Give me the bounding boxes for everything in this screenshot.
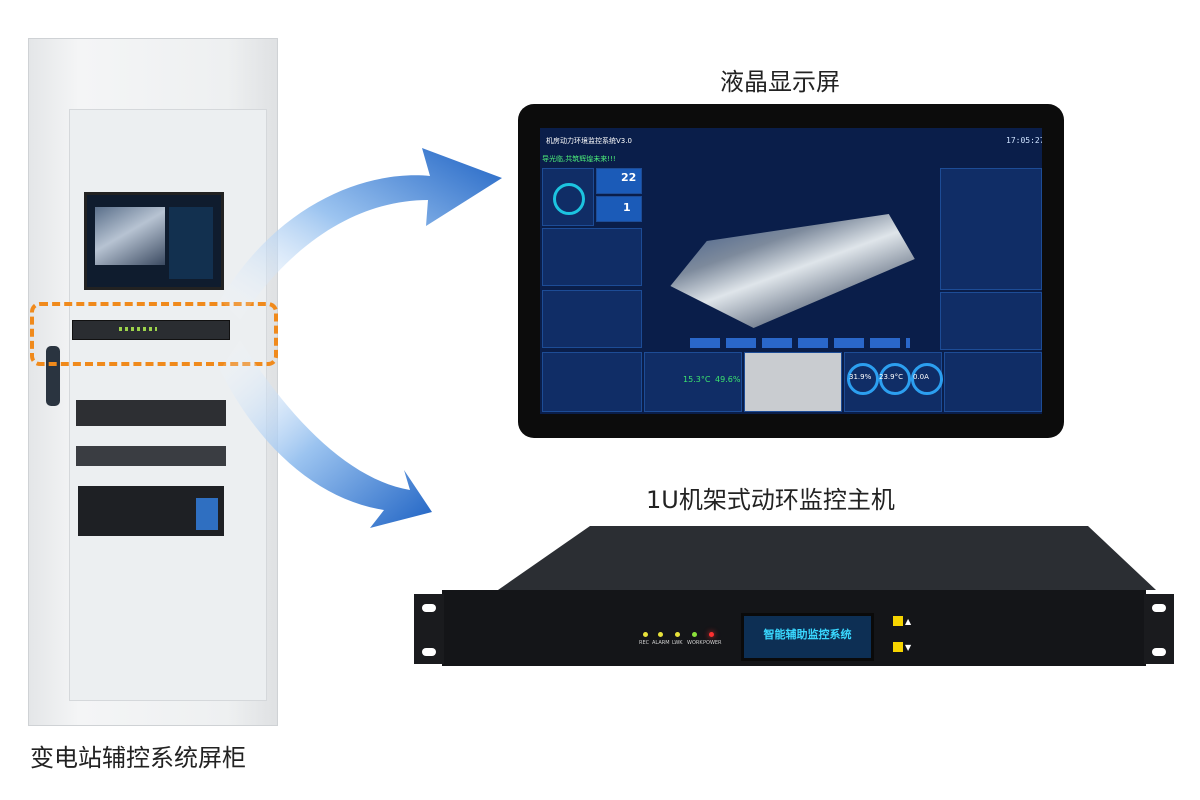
screen-power-table	[542, 228, 642, 286]
host-left-ear-hole-bottom	[422, 648, 436, 656]
host-up-button[interactable]	[893, 616, 903, 626]
screen-app-title: 机房动力环境监控系统V3.0	[546, 137, 632, 145]
host-key-panel: ▲ ▼	[893, 614, 917, 654]
screen-gauge-panel: 31.9% 23.9°C 0.0A	[844, 352, 943, 412]
down-arrow-icon: ▼	[905, 643, 912, 652]
screen-card-2-value: 1	[623, 201, 631, 214]
screen-ac-panel: 15.3°C 49.6%	[644, 352, 742, 412]
screen-gauge-3-value: 0.0A	[913, 373, 929, 381]
led-label-work: WORK	[687, 640, 703, 646]
connector-arrows	[220, 148, 502, 528]
screen-humidity-value: 49.6%	[715, 375, 741, 384]
screen-gauge-3	[911, 363, 943, 395]
cabinet-host-leds	[119, 327, 157, 331]
led-label-rec: REC	[639, 640, 650, 646]
screen-status-ring	[553, 183, 585, 215]
cabinet-handle	[46, 346, 60, 406]
screen-welcome-text: 导光临,共筑辉煌未来!!!	[542, 155, 616, 163]
cabinet-ups-display	[196, 498, 218, 530]
led-label-alarm: ALARM	[652, 640, 670, 646]
screen-alarm-log	[940, 168, 1042, 290]
screen-card-2: 1	[596, 196, 642, 222]
screen-view-tabs	[690, 338, 910, 348]
host-lcd-display: 智能辅助监控系统	[741, 613, 874, 661]
host-lcd-text: 智能辅助监控系统	[763, 628, 852, 641]
host-right-ear-hole-bottom	[1152, 648, 1166, 656]
cabinet-screen	[84, 192, 224, 290]
screen-battery-panel	[542, 290, 642, 348]
cabinet-switch-unit	[76, 446, 226, 466]
cabinet-host-unit	[72, 320, 230, 340]
led-work	[692, 632, 697, 637]
screen-card-1-value: 22	[621, 171, 637, 184]
monitor-screen: 机房动力环境监控系统V3.0 17:05:27 导光临,共筑辉煌未来!!! 22…	[540, 128, 1042, 414]
up-arrow-icon: ▲	[905, 617, 912, 626]
screen-gauge-1-value: 31.9%	[849, 373, 872, 381]
host-down-button[interactable]	[893, 642, 903, 652]
led-rec	[643, 632, 648, 637]
led-alarm	[658, 632, 663, 637]
screen-event-list	[542, 352, 642, 412]
screen-ups-panel	[940, 292, 1042, 350]
host-right-ear-hole-top	[1152, 604, 1166, 612]
arrow-to-host	[220, 340, 432, 528]
screen-temp-value: 15.3°C	[683, 375, 711, 384]
screen-camera-panel	[744, 352, 842, 412]
led-label-power: POWER	[703, 640, 722, 646]
screen-device-icons	[944, 352, 1042, 412]
screen-status-panel	[542, 168, 594, 226]
cabinet-recorder-unit	[76, 400, 226, 426]
led-label-lwk: LWK	[672, 640, 683, 646]
caption-lcd-display: 液晶显示屏	[720, 68, 840, 96]
screen-card-1: 22	[596, 168, 642, 194]
cabinet-screen-side-panel	[169, 207, 213, 279]
led-power	[709, 632, 714, 637]
screen-clock: 17:05:27	[1006, 136, 1042, 145]
host-top-face	[498, 526, 1156, 590]
arrow-to-monitor	[220, 148, 502, 320]
screen-gauge-2	[879, 363, 911, 395]
screen-gauge-2-value: 23.9°C	[879, 373, 903, 381]
cabinet-screen-view	[95, 207, 165, 265]
caption-rack-host: 1U机架式动环监控主机	[646, 486, 895, 514]
screen-gauge-1	[847, 363, 879, 395]
host-left-ear-hole-top	[422, 604, 436, 612]
host-highlight-frame	[30, 302, 278, 366]
caption-cabinet: 变电站辅控系统屏柜	[30, 744, 246, 772]
screen-3d-room-view	[670, 214, 915, 328]
led-lwk	[675, 632, 680, 637]
